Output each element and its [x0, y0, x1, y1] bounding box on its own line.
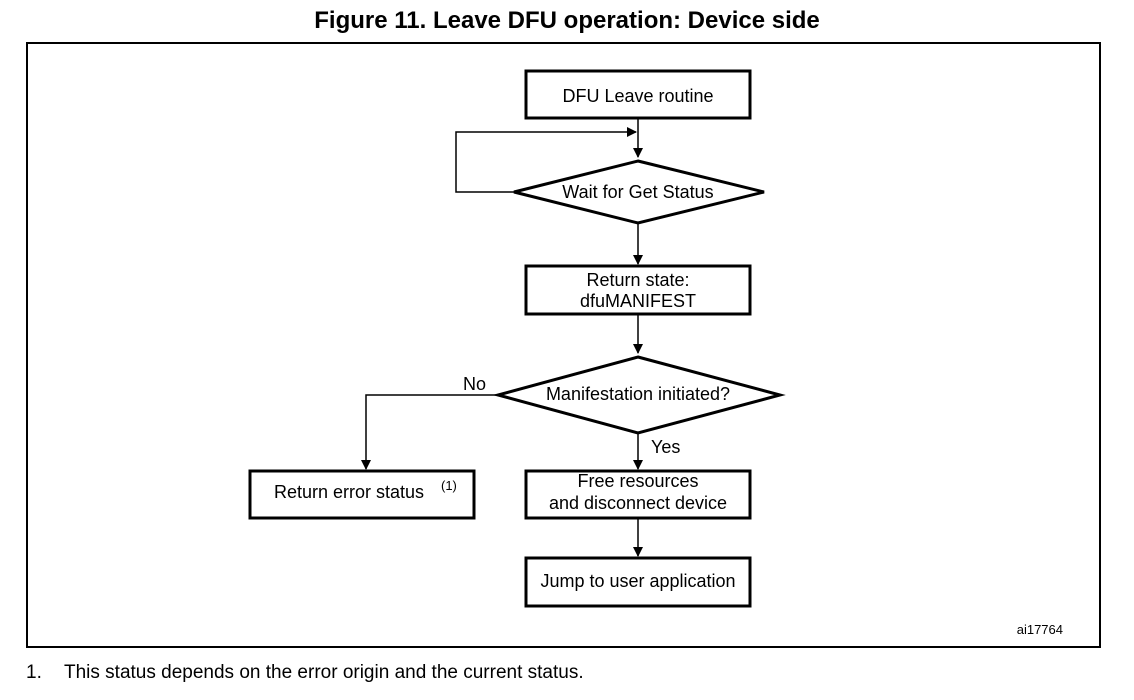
no-label: No — [463, 374, 486, 394]
footnote: 1. This status depends on the error origi… — [26, 662, 584, 684]
figure-title: Figure 11. Leave DFU operation: Device s… — [314, 7, 820, 34]
return-state-label-1: Return state: — [586, 270, 689, 290]
footnote-text: This status depends on the error origin … — [64, 662, 584, 683]
start-box — [524, 69, 752, 120]
error-box — [248, 469, 476, 520]
decision-label: Manifestation initiated? — [546, 384, 730, 404]
yes-label: Yes — [651, 437, 680, 457]
free-resources-label-2: and disconnect device — [549, 493, 727, 513]
wait-diamond — [513, 159, 765, 225]
return-state-label-2: dfuMANIFEST — [580, 291, 696, 311]
start-label: DFU Leave routine — [562, 86, 713, 106]
wait-label: Wait for Get Status — [562, 182, 713, 202]
error-footnote-marker: (1) — [441, 478, 457, 493]
figure-id-label: ai17764 — [1017, 622, 1063, 637]
free-resources-box — [524, 469, 752, 520]
error-label: Return error status — [274, 482, 424, 502]
jump-box — [524, 556, 752, 608]
return-state-box — [524, 264, 752, 316]
jump-label: Jump to user application — [540, 571, 735, 591]
decision-diamond — [492, 355, 786, 435]
footnote-number: 1. — [26, 662, 42, 683]
connector-decision-no — [361, 394, 500, 470]
figure-frame — [26, 42, 1101, 648]
free-resources-label-1: Free resources — [577, 471, 698, 491]
connector-wait-loop — [455, 127, 637, 193]
